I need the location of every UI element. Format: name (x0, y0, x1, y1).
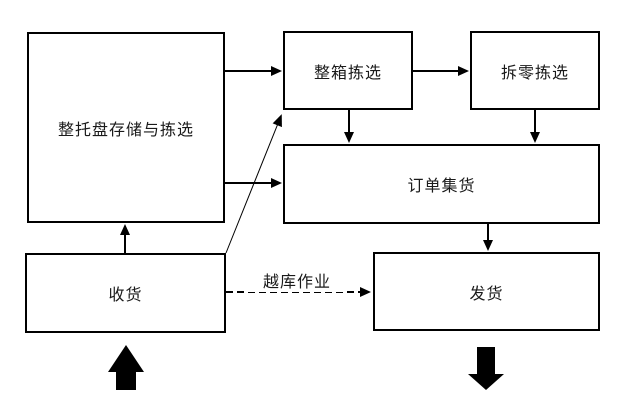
cross-dock-edge-label: 越库作业 (247, 268, 347, 292)
node-broken-case-picking: 拆零拣选 (470, 31, 600, 110)
node-full-case-picking-label: 整箱拣选 (313, 62, 382, 82)
node-order-consolidation-label: 订单集货 (407, 176, 476, 195)
node-full-case-picking: 整箱拣选 (283, 31, 413, 110)
node-shipping: 发货 (373, 252, 600, 331)
node-pallet-storage-picking-label: 整托盘存储与拣选 (57, 119, 194, 139)
node-shipping-label: 发货 (469, 283, 504, 303)
inbound-block-arrow-up-icon (108, 345, 144, 390)
node-order-consolidation: 订单集货 (283, 144, 600, 224)
node-receiving-label: 收货 (108, 285, 143, 304)
node-broken-case-picking-label: 拆零拣选 (500, 62, 569, 82)
node-receiving: 收货 (25, 253, 226, 333)
outbound-block-arrow-down-icon (468, 347, 504, 390)
node-pallet-storage-picking: 整托盘存储与拣选 (27, 32, 225, 223)
edge-receiving-to-case-picking-diagonal (225, 114, 282, 254)
